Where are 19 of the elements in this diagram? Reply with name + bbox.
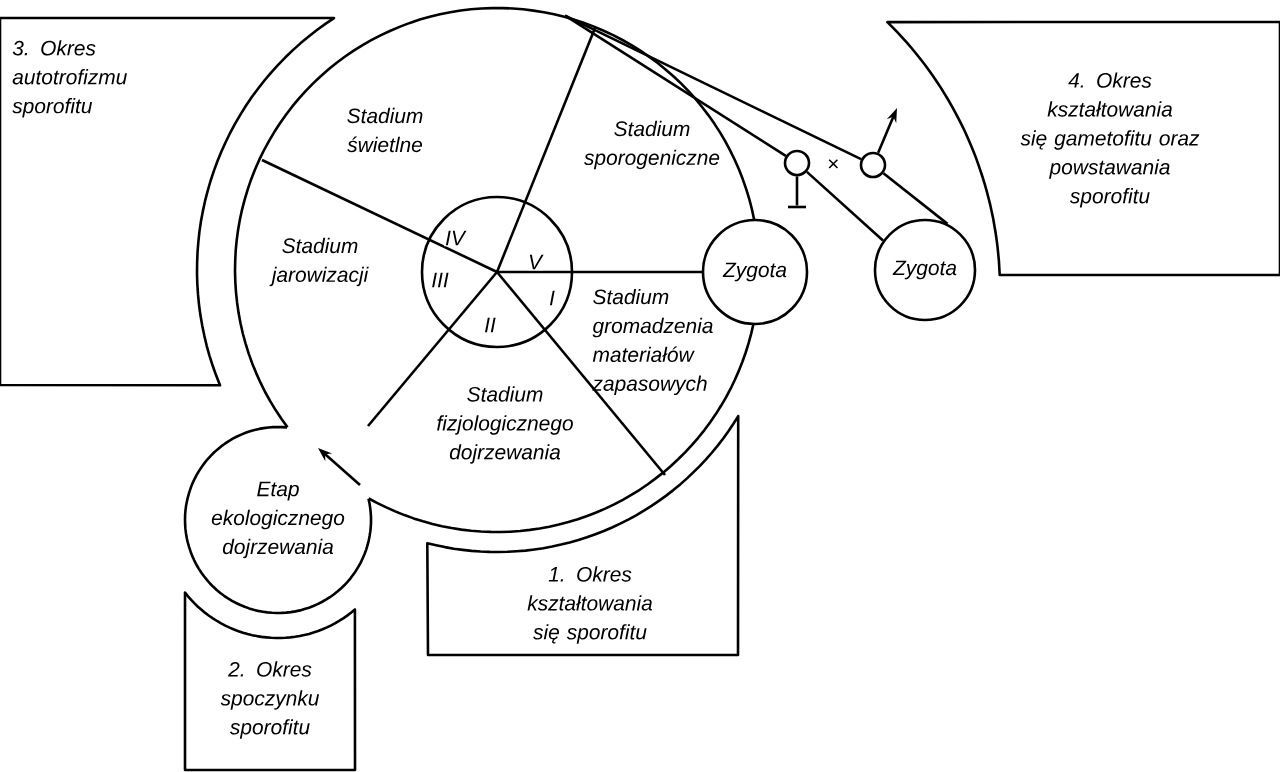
roman-numeral: II <box>483 316 497 334</box>
stage-label: Stadium świetlne <box>347 107 423 153</box>
inner-circle <box>420 195 574 349</box>
roman-numeral: V <box>527 253 544 271</box>
roman-numeral: IV <box>444 229 467 247</box>
connector-line <box>806 170 884 242</box>
gametophyte-circle <box>859 151 887 179</box>
roman-numeral: I <box>548 289 556 307</box>
stage-label: Stadium jarowizacji <box>269 237 369 287</box>
bar-sign <box>788 205 806 209</box>
roman-numeral: III <box>430 271 450 289</box>
connector-line <box>564 14 862 161</box>
stage-label: Stadium sporogeniczne <box>584 120 720 170</box>
gametophyte-circle <box>783 149 811 177</box>
sign: × <box>828 159 838 169</box>
period-panel: 2. Okres spoczynku sporofitu <box>183 591 357 772</box>
stage-label: Stadium fizjologicznego dojrzewania <box>437 386 573 464</box>
connector-line <box>795 176 799 206</box>
connector-line <box>882 172 949 225</box>
